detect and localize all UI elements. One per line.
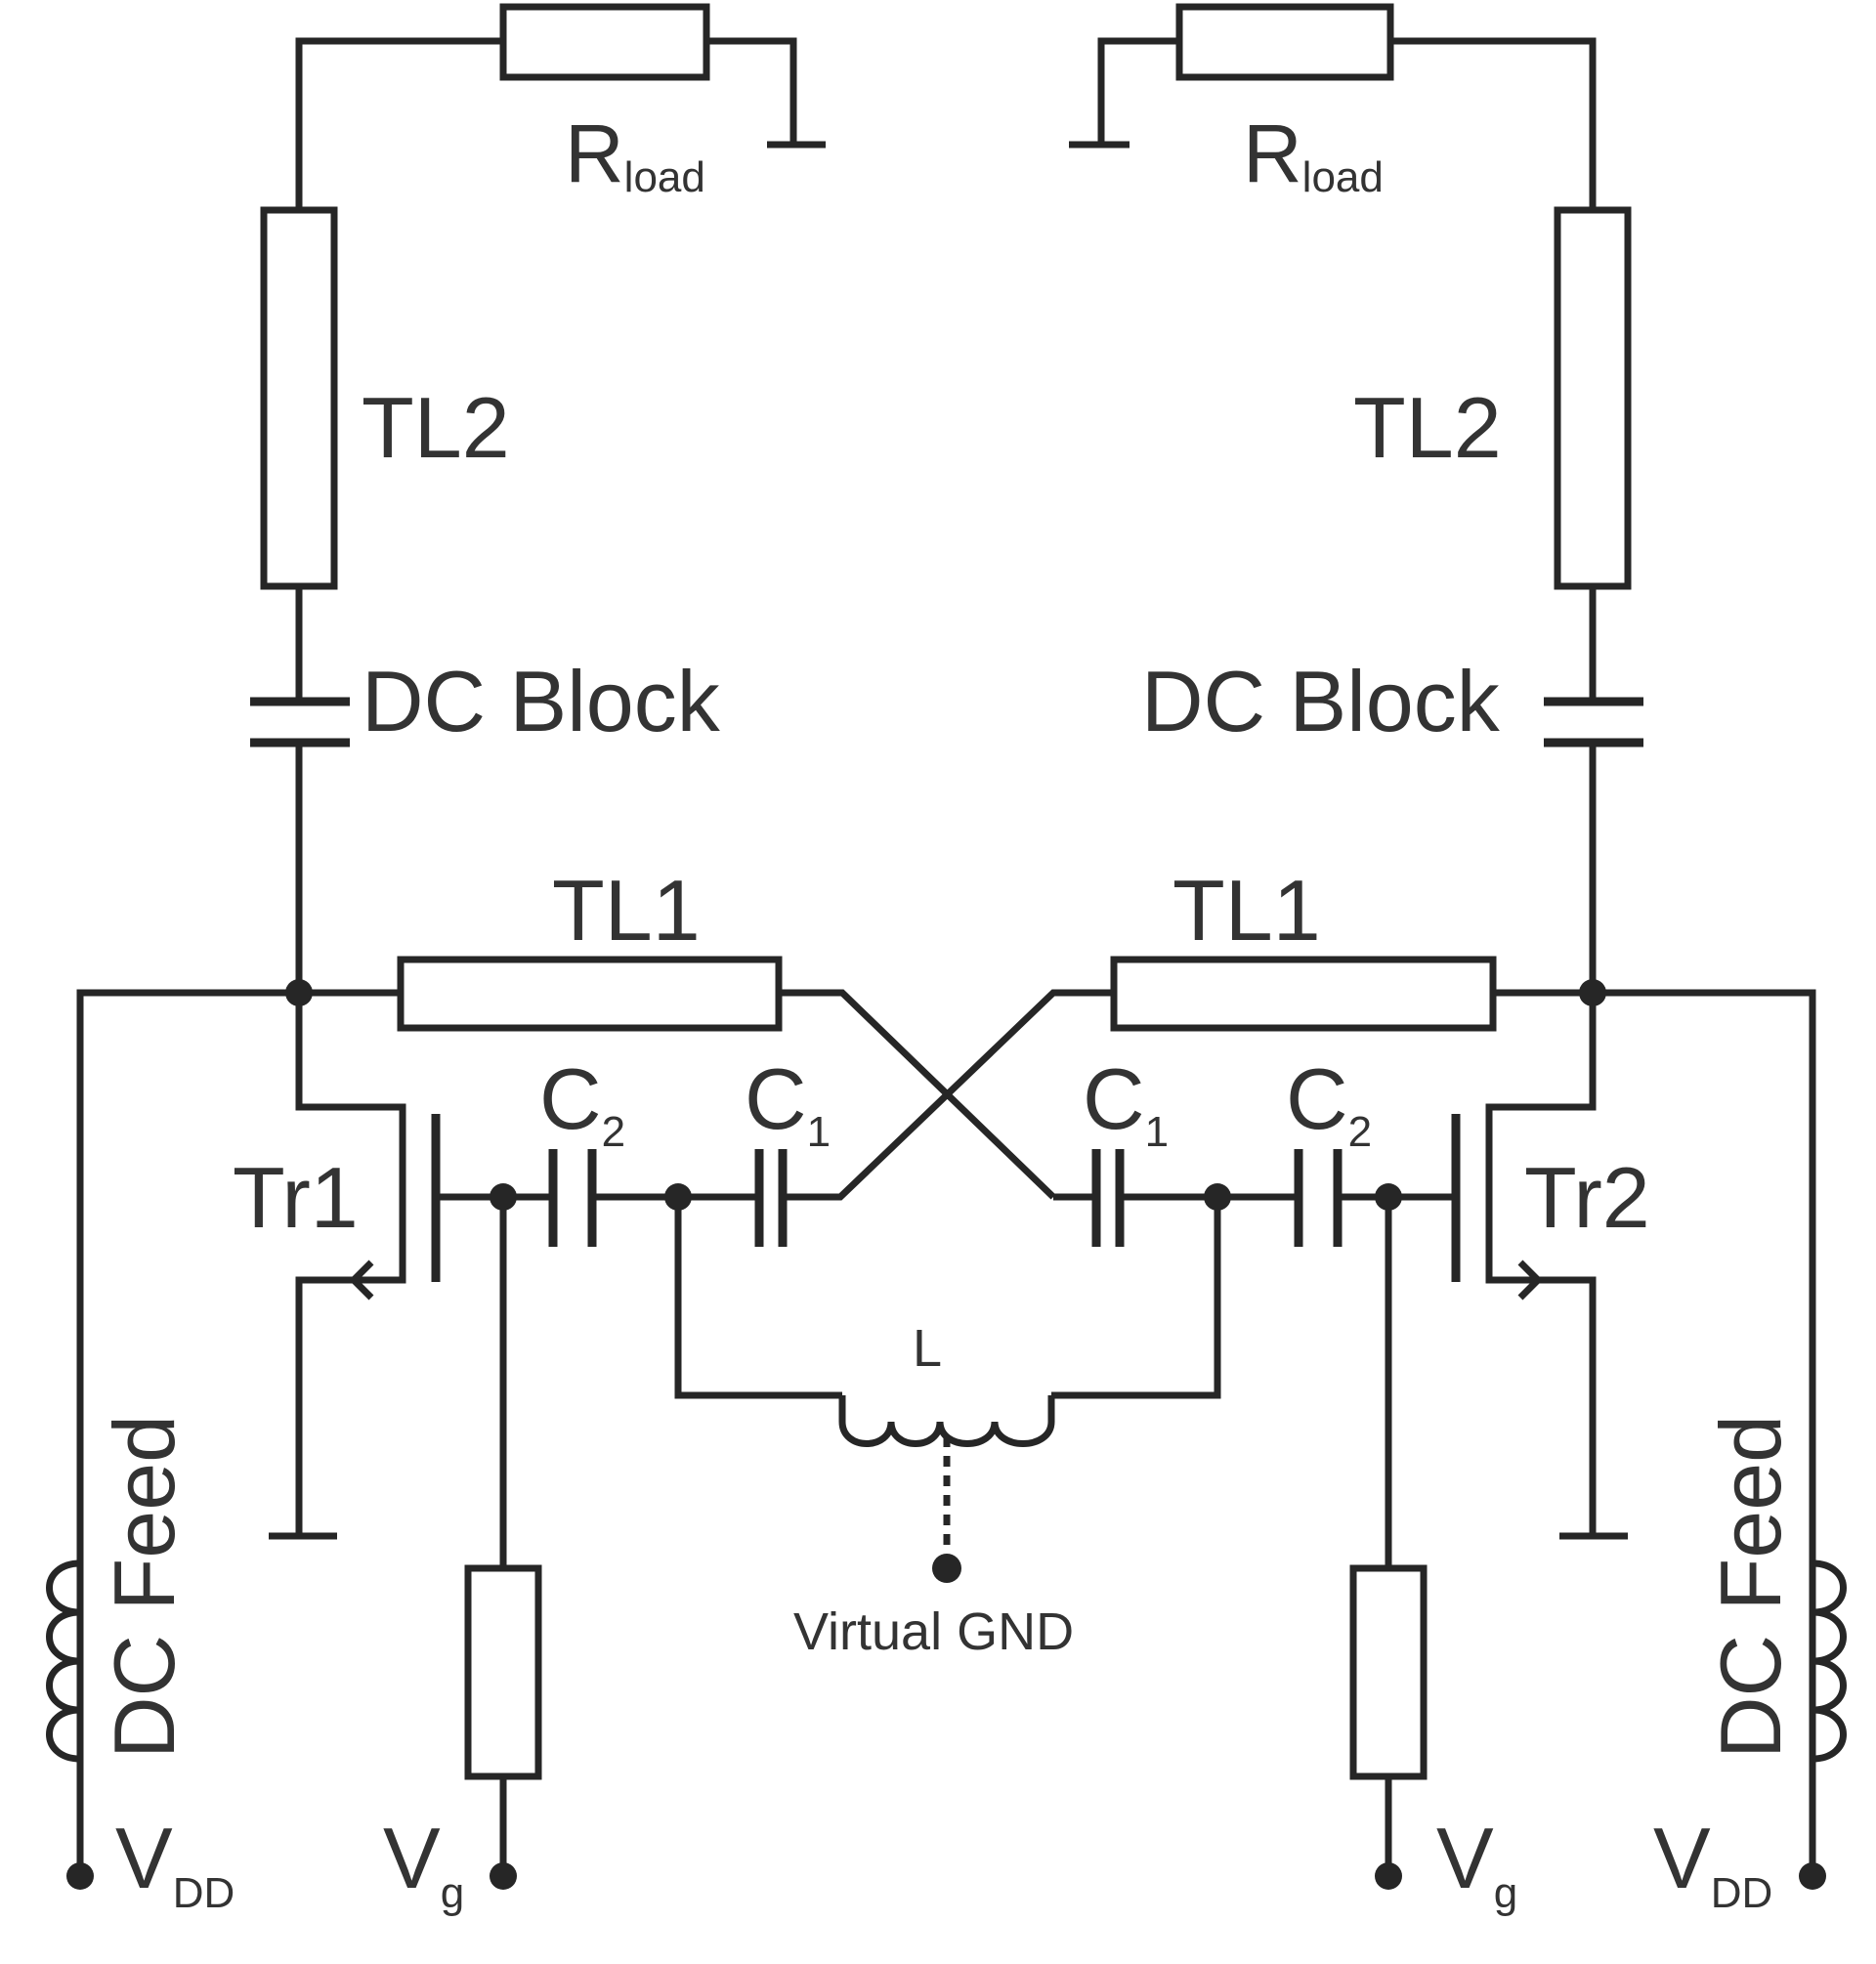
center-inductor-coil	[838, 1395, 1055, 1447]
left-top-wire	[295, 37, 826, 210]
tr2-label: Tr2	[1524, 1149, 1650, 1246]
left-vg-resistor	[464, 1564, 542, 1780]
left-dc-block-label: DC Block	[362, 653, 721, 749]
left-tl1-label: TL1	[552, 862, 701, 959]
right-tl2-line	[1554, 206, 1632, 590]
right-vg-resistor	[1349, 1564, 1428, 1780]
right-r-load-label: Rload	[1243, 107, 1384, 201]
left-tl2-label: TL2	[362, 379, 510, 476]
left-c1-capacitor	[754, 1149, 788, 1247]
right-tl1-line	[1110, 956, 1497, 1032]
left-inductor-wire	[674, 1197, 842, 1399]
left-vg-label: Vg	[383, 1810, 464, 1917]
left-r-load-resistor	[499, 3, 710, 81]
right-dc-feed-inductor	[1809, 1559, 1847, 1876]
right-tr2-source-arrow	[1517, 1260, 1541, 1301]
right-c1-capacitor	[1091, 1149, 1125, 1247]
right-tl1-label: TL1	[1172, 862, 1321, 959]
right-dc-feed-label: DC Feed	[1702, 1415, 1799, 1759]
left-vdd-terminal-dot	[66, 1862, 94, 1890]
right-vdd-terminal-dot	[1799, 1862, 1826, 1890]
left-c1-label: C1	[745, 1050, 831, 1156]
right-dc-block-capacitor	[1544, 697, 1643, 747]
tr1-label: Tr1	[233, 1149, 359, 1246]
left-c2-capacitor	[548, 1149, 597, 1247]
right-tl2-label: TL2	[1353, 379, 1502, 476]
right-dc-block-label: DC Block	[1141, 653, 1501, 749]
right-vg-label: Vg	[1436, 1810, 1517, 1917]
right-top-wire	[1069, 37, 1597, 210]
left-vg-terminal-dot	[490, 1862, 517, 1890]
right-half	[1051, 3, 1847, 1890]
left-vdd-label: VDD	[115, 1810, 234, 1917]
left-tr1-drain-wire	[269, 993, 406, 1540]
right-c2-capacitor	[1294, 1149, 1343, 1247]
virtual-gnd-dot	[932, 1554, 961, 1583]
left-half	[46, 3, 1114, 1890]
left-tr1-source-arrow	[351, 1260, 374, 1301]
right-tr2-drain-wire	[1485, 993, 1628, 1540]
virtual-gnd-label: Virtual GND	[793, 1602, 1074, 1661]
left-dc-feed-inductor	[46, 1559, 84, 1876]
right-c2-label: C2	[1286, 1050, 1372, 1156]
right-vg-terminal-dot	[1375, 1862, 1402, 1890]
left-c2-label: C2	[539, 1050, 625, 1156]
right-c1-label: C1	[1083, 1050, 1169, 1156]
inductor-l-label: L	[913, 1319, 942, 1378]
right-vdd-label: VDD	[1653, 1810, 1772, 1917]
left-dc-block-capacitor	[250, 697, 350, 747]
left-r-load-label: Rload	[565, 107, 705, 201]
right-r-load-resistor	[1175, 3, 1394, 81]
center-tank	[838, 1395, 1055, 1583]
right-inductor-wire	[1051, 1197, 1221, 1399]
left-tl2-line	[260, 206, 338, 590]
left-tl1-line	[397, 956, 783, 1032]
left-dc-feed-label: DC Feed	[96, 1415, 192, 1759]
